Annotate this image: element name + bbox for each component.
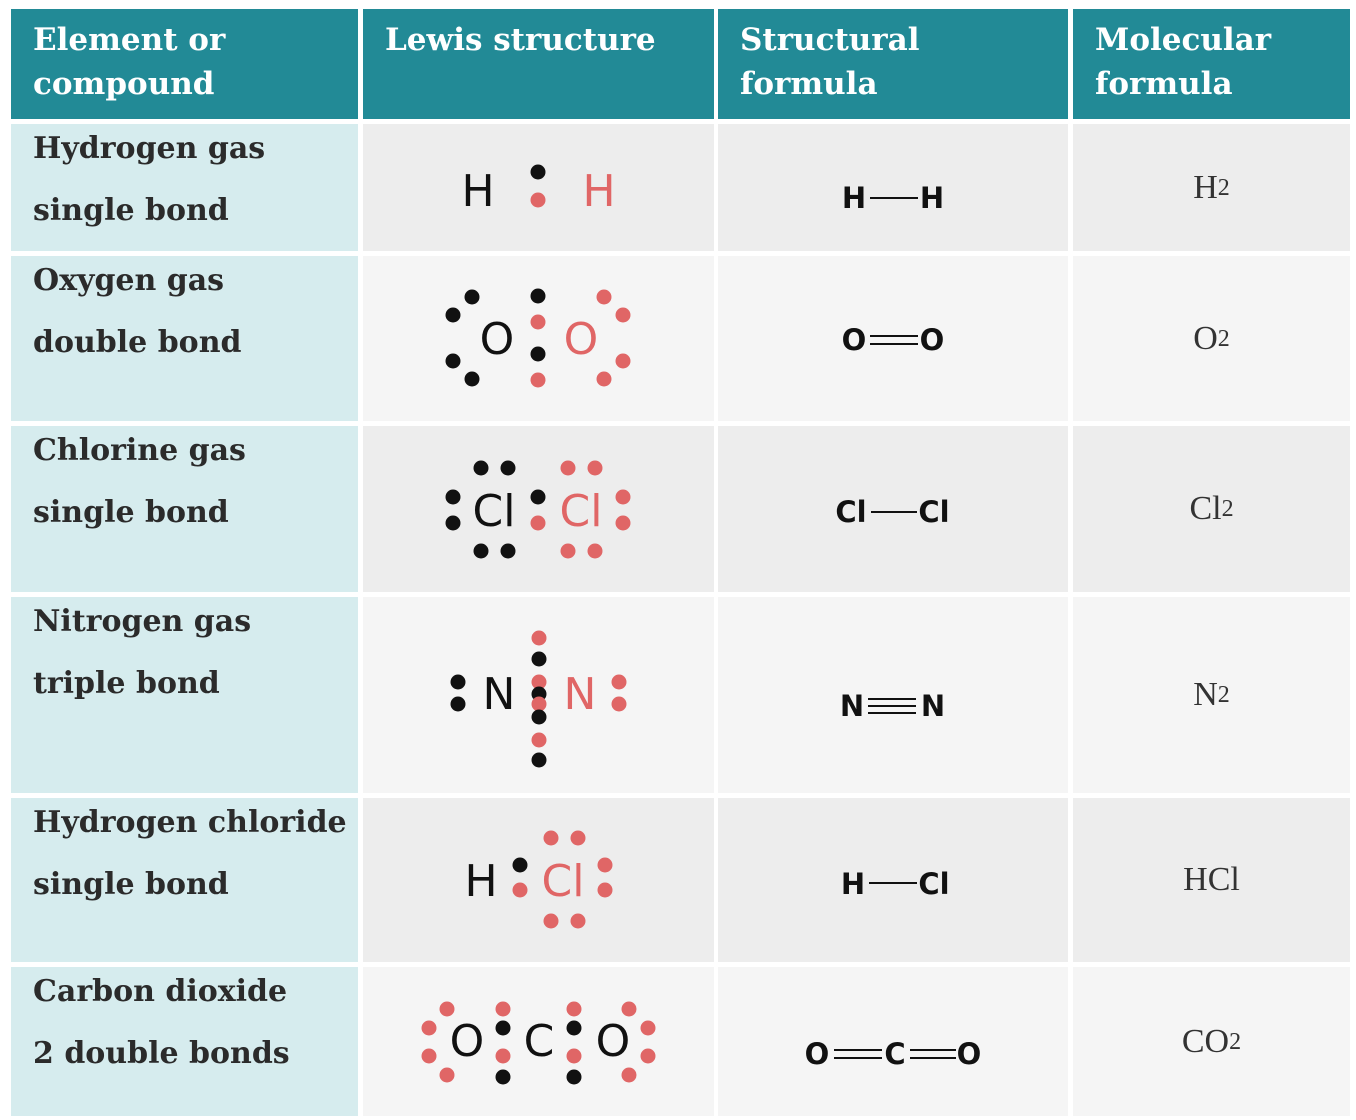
structural-formula: N N — [718, 597, 1068, 793]
header-element: Element or compound — [11, 9, 358, 119]
compound-name-cell: Chlorine gas single bond — [11, 426, 358, 592]
compound-name: Oxygen gas — [33, 263, 225, 298]
table-row: Nitrogen gas triple bond N N — [11, 597, 1350, 793]
atom-label: H — [842, 181, 866, 215]
compound-name-cell: Hydrogen gas single bond — [11, 124, 358, 251]
table-row: Hydrogen chloride single bond H Cl H Cl — [11, 798, 1350, 962]
atom-label: Cl — [918, 867, 949, 901]
compound-name: Chlorine gas — [33, 433, 246, 468]
atom-label: O — [805, 1037, 830, 1071]
compound-name-cell: Oxygen gas double bond — [11, 256, 358, 421]
atom-label: H — [461, 166, 494, 217]
lewis-structure: O O — [363, 256, 714, 421]
atom-label: O — [842, 323, 867, 357]
structural-formula: O C O — [718, 967, 1068, 1116]
bond-type: triple bond — [33, 666, 220, 701]
compound-name-cell: Nitrogen gas triple bond — [11, 597, 358, 793]
table-row: Chlorine gas single bond Cl Cl — [11, 426, 1350, 592]
compound-name: Hydrogen chloride — [33, 805, 347, 840]
atom-label: Cl — [473, 486, 516, 537]
compound-name: Hydrogen gas — [33, 131, 266, 166]
lewis-structure: Cl Cl — [363, 426, 714, 592]
bond-type: single bond — [33, 867, 229, 902]
header-molecular: Molecular formula — [1073, 9, 1350, 119]
atom-label: O — [564, 314, 599, 365]
atom-label: N — [921, 689, 945, 723]
bond-type: single bond — [33, 193, 229, 228]
compound-name: Nitrogen gas — [33, 604, 252, 639]
atom-label: Cl — [542, 856, 585, 907]
structural-formula: Cl Cl — [718, 426, 1068, 592]
molecular-formula: HCl — [1073, 798, 1350, 962]
atom-label: Cl — [560, 486, 603, 537]
compound-name-cell: Carbon dioxide 2 double bonds — [11, 967, 358, 1116]
atom-label: H — [582, 166, 615, 217]
structural-formula: H H — [718, 124, 1068, 251]
atom-label: H — [464, 856, 497, 907]
atom-label: Cl — [918, 495, 949, 529]
lewis-structure: N N — [363, 597, 714, 793]
atom-label: N — [483, 669, 516, 720]
table-row: Oxygen gas double bond O O — [11, 256, 1350, 421]
atom-label: C — [884, 1037, 905, 1071]
bond-type: single bond — [33, 495, 229, 530]
structural-formula: H Cl — [718, 798, 1068, 962]
atom-label: H — [920, 181, 944, 215]
bond-type: double bond — [33, 325, 242, 360]
structural-formula: O O — [718, 256, 1068, 421]
lewis-structure: H H — [363, 124, 714, 251]
atom-label: O — [920, 323, 945, 357]
atom-label: Cl — [835, 495, 866, 529]
atom-label: H — [841, 867, 865, 901]
atom-label: O — [957, 1037, 982, 1071]
table-header: Element or compound Lewis structure Stru… — [11, 9, 1350, 119]
atom-label: N — [564, 669, 597, 720]
compound-name: Carbon dioxide — [33, 974, 288, 1009]
header-lewis: Lewis structure — [363, 9, 714, 119]
atom-label: N — [840, 689, 864, 723]
atom-label: O — [450, 1016, 485, 1067]
header-structural: Structural formula — [718, 9, 1068, 119]
atom-label: C — [524, 1016, 555, 1067]
lewis-structure: O C O — [363, 967, 714, 1116]
lewis-structure: H Cl — [363, 798, 714, 962]
table-row: Carbon dioxide 2 double bonds O C O — [11, 967, 1350, 1116]
bond-type: 2 double bonds — [33, 1036, 290, 1071]
atom-label: O — [480, 314, 515, 365]
atom-label: O — [596, 1016, 631, 1067]
compound-name-cell: Hydrogen chloride single bond — [11, 798, 358, 962]
